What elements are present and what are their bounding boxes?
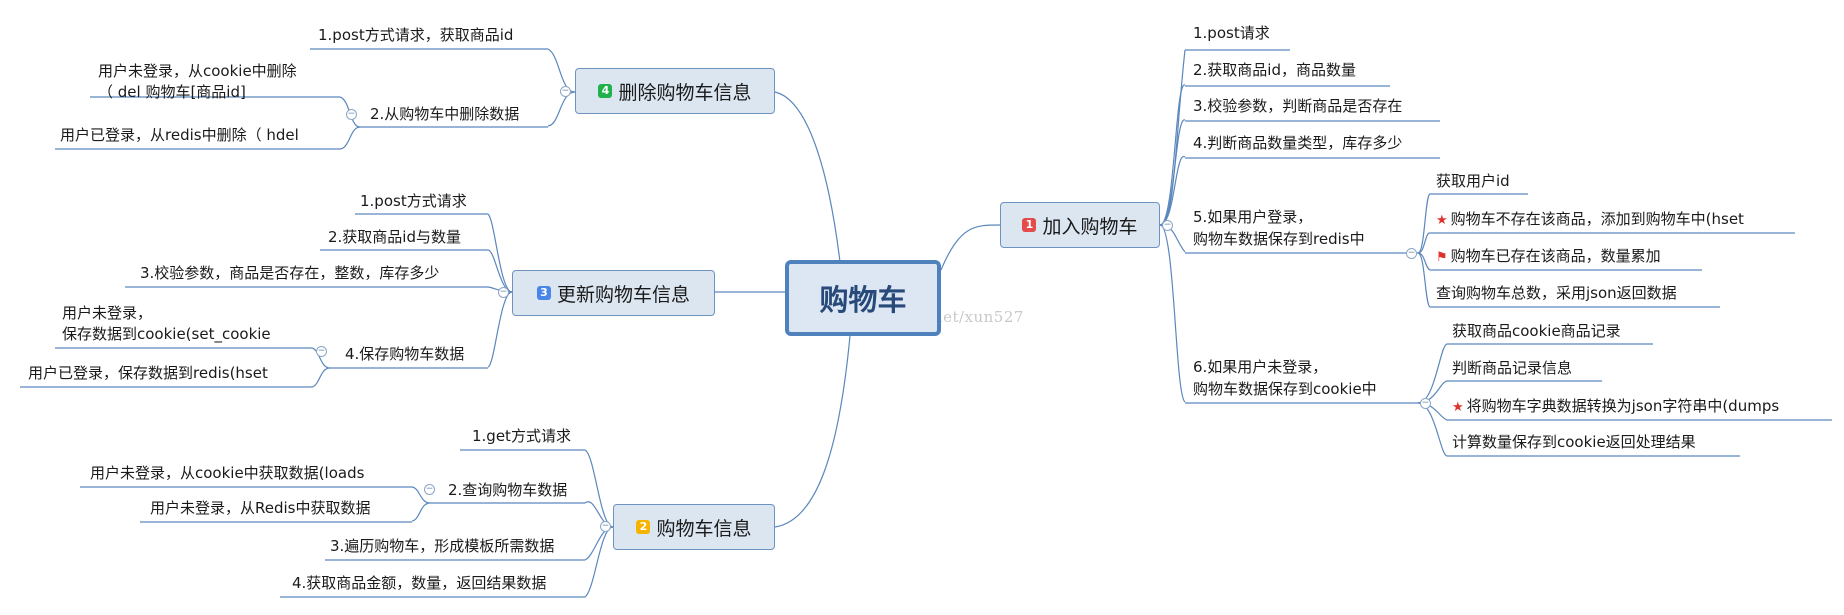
delete-guest[interactable]: 用户未登录，从cookie中删除 （ del 购物车[商品id] (98, 62, 297, 101)
login-sub-3-label: 购物车已存在该商品，数量累加 (1450, 247, 1661, 265)
info-guest-redis[interactable]: 用户未登录，从Redis中获取数据 (150, 499, 371, 517)
topic-label: 加入购物车 (1042, 215, 1138, 238)
delete-step-2[interactable]: 2.从购物车中删除数据 (370, 105, 520, 123)
star-icon: ★ (1436, 213, 1448, 228)
collapse-toggle-icon[interactable]: − (316, 346, 327, 357)
priority-3-icon: 3 (536, 286, 551, 300)
priority-1-icon: 1 (1022, 218, 1037, 232)
collapse-toggle-icon[interactable]: − (600, 521, 611, 532)
info-step-3[interactable]: 3.遍历购物车，形成模板所需数据 (330, 537, 555, 555)
add-step-4[interactable]: 4.判断商品数量类型，库存多少 (1193, 134, 1403, 152)
login-sub-1[interactable]: 获取用户id (1436, 172, 1510, 190)
update-guest-line2: 保存数据到cookie(set_cookie (62, 325, 271, 343)
info-step-2[interactable]: 2.查询购物车数据 (448, 481, 568, 499)
topic-delete-cart[interactable]: 4 删除购物车信息 (575, 68, 775, 114)
update-guest-line1: 用户未登录， (62, 304, 153, 322)
topic-update-cart[interactable]: 3 更新购物车信息 (512, 270, 715, 316)
delete-logged-in[interactable]: 用户已登录，从redis中删除（ hdel (60, 126, 299, 144)
add-step-5-line2: 购物车数据保存到redis中 (1193, 230, 1365, 248)
collapse-toggle-icon[interactable]: − (346, 109, 357, 120)
update-step-3[interactable]: 3.校验参数，商品是否存在，整数，库存多少 (140, 264, 440, 282)
info-step-4[interactable]: 4.获取商品金额，数量，返回结果数据 (292, 574, 547, 592)
guest-sub-2[interactable]: 判断商品记录信息 (1452, 359, 1573, 377)
login-sub-3[interactable]: ⚑购物车已存在该商品，数量累加 (1436, 247, 1661, 267)
login-sub-2-label: 购物车不存在该商品，添加到购物车中(hset (1450, 210, 1744, 228)
collapse-toggle-icon[interactable]: − (424, 484, 435, 495)
info-step-1[interactable]: 1.get方式请求 (472, 427, 571, 445)
star-icon: ★ (1452, 400, 1464, 415)
delete-guest-line2: （ del 购物车[商品id] (98, 83, 246, 101)
guest-sub-3-label: 将购物车字典数据转换为json字符串中(dumps (1466, 397, 1780, 415)
update-guest[interactable]: 用户未登录， 保存数据到cookie(set_cookie (62, 304, 271, 343)
add-step-2[interactable]: 2.获取商品id，商品数量 (1193, 61, 1357, 79)
update-step-4[interactable]: 4.保存购物车数据 (345, 345, 465, 363)
login-sub-4[interactable]: 查询购物车总数，采用json返回数据 (1436, 284, 1677, 302)
add-step-5[interactable]: 5.如果用户登录， 购物车数据保存到redis中 (1193, 208, 1365, 248)
topic-label: 删除购物车信息 (618, 81, 752, 104)
topic-label: 购物车信息 (656, 517, 752, 540)
update-logged-in[interactable]: 用户已登录，保存数据到redis(hset (28, 364, 268, 382)
add-step-1[interactable]: 1.post请求 (1193, 24, 1270, 42)
add-step-3[interactable]: 3.校验参数，判断商品是否存在 (1193, 97, 1403, 115)
add-step-5-line1: 5.如果用户登录， (1193, 208, 1313, 226)
central-topic[interactable]: 购物车 (785, 260, 941, 336)
topic-label: 更新购物车信息 (556, 283, 690, 306)
add-step-6-line1: 6.如果用户未登录， (1193, 358, 1328, 376)
guest-sub-3[interactable]: ★将购物车字典数据转换为json字符串中(dumps (1452, 397, 1779, 417)
info-guest-cookie[interactable]: 用户未登录，从cookie中获取数据(loads (90, 464, 365, 482)
login-sub-2[interactable]: ★购物车不存在该商品，添加到购物车中(hset (1436, 210, 1744, 230)
collapse-toggle-icon[interactable]: − (498, 287, 509, 298)
collapse-toggle-icon[interactable]: − (1162, 220, 1173, 231)
update-step-2[interactable]: 2.获取商品id与数量 (328, 228, 462, 246)
guest-sub-1[interactable]: 获取商品cookie商品记录 (1452, 322, 1621, 340)
update-step-1[interactable]: 1.post方式请求 (360, 192, 467, 210)
priority-2-icon: 2 (636, 520, 651, 534)
topic-add-to-cart[interactable]: 1 加入购物车 (1000, 202, 1160, 248)
delete-step-1[interactable]: 1.post方式请求，获取商品id (318, 26, 514, 44)
add-step-6[interactable]: 6.如果用户未登录， 购物车数据保存到cookie中 (1193, 358, 1377, 398)
collapse-toggle-icon[interactable]: − (560, 86, 571, 97)
collapse-toggle-icon[interactable]: − (1406, 248, 1417, 259)
add-step-6-line2: 购物车数据保存到cookie中 (1193, 380, 1377, 398)
flag-icon: ⚑ (1436, 250, 1448, 265)
delete-guest-line1: 用户未登录，从cookie中删除 (98, 62, 297, 80)
topic-cart-info[interactable]: 2 购物车信息 (613, 504, 775, 550)
collapse-toggle-icon[interactable]: − (1420, 398, 1431, 409)
guest-sub-4[interactable]: 计算数量保存到cookie返回处理结果 (1452, 433, 1696, 451)
priority-4-icon: 4 (598, 84, 613, 98)
